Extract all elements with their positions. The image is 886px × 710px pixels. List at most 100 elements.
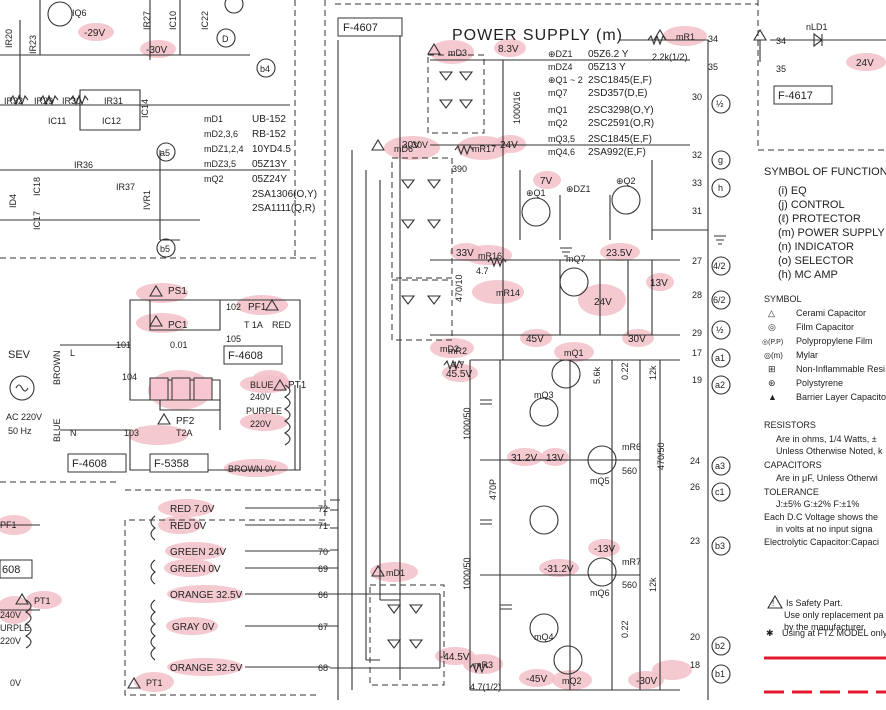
right-connector-pins: 34 35 30 ½ 32 g 33 h 31 27 4/2 28 6/2 29… bbox=[690, 34, 726, 679]
top-left-section: IQ6 IR27 IC10 IC22 IR20 IR23 IR32 IR29 I… bbox=[4, 8, 270, 254]
node-105: 105 bbox=[226, 334, 241, 344]
cap-1000-50-lower: 1000/50 bbox=[462, 557, 472, 590]
blue-wire-label: BLUE bbox=[52, 418, 62, 442]
left-part-ref: mD1 bbox=[204, 114, 223, 124]
cap-0-22-upper: 0.22 bbox=[620, 362, 630, 380]
connector-label: b2 bbox=[715, 641, 725, 651]
frame-f4608-clipped-label: 608 bbox=[2, 564, 20, 576]
md6-label: mD6 bbox=[394, 144, 413, 154]
ir29-label: IR29 bbox=[34, 96, 53, 106]
voltage-label: 7V bbox=[540, 176, 553, 187]
voltage-label: 31.2V bbox=[511, 453, 537, 464]
component-labels: mR1 2.2k(1/2) mD3 mD6 mD2 mD1 mR17 mR16 … bbox=[386, 32, 695, 692]
mr3-value: 4.7(1/2) bbox=[470, 682, 501, 692]
pin-number: 35 bbox=[776, 64, 786, 74]
left-part-ref: mDZ3,5 bbox=[204, 159, 236, 169]
connector-label: a3 bbox=[715, 461, 725, 471]
ir30-label: IR30 bbox=[62, 96, 81, 106]
safety-note: Is Safety Part. bbox=[786, 598, 843, 608]
voltage-labels: -29V -30V 8.3V 24V 7V 33V 23.5V 13V 24V … bbox=[84, 28, 874, 687]
frame-f4608-upper-label: F-4608 bbox=[228, 350, 263, 362]
pin-number: 23 bbox=[690, 536, 700, 546]
safety-warning-icon bbox=[753, 28, 767, 41]
function-item: (ℓ) PROTECTOR bbox=[778, 213, 861, 225]
mains-wiring bbox=[0, 299, 330, 668]
iq2-label: ⊕Q2 bbox=[616, 176, 636, 186]
pf1-label: PF1 bbox=[248, 302, 267, 313]
resistors-note: Unless Otherwise Noted, k bbox=[776, 446, 883, 456]
ir36-label: IR36 bbox=[74, 160, 93, 170]
mr16-value: 4.7 bbox=[476, 266, 489, 276]
function-item: (o) SELECTOR bbox=[778, 255, 854, 267]
ir27-label: IR27 bbox=[142, 11, 152, 30]
ps1-label: PS1 bbox=[168, 286, 187, 297]
ic22-label: IC22 bbox=[200, 11, 210, 30]
connector-label: g bbox=[718, 155, 723, 165]
legend-mark: ◎(P.P) bbox=[762, 339, 783, 346]
cap-470-10: 470/10 bbox=[454, 274, 464, 302]
iq6-label: IQ6 bbox=[72, 8, 87, 18]
power-part-value: 05Z6.2 Y bbox=[588, 49, 629, 60]
node-104: 104 bbox=[122, 372, 137, 382]
mr2-label: mR2 bbox=[448, 346, 467, 356]
mr7-value: 560 bbox=[622, 580, 637, 590]
legend-text: Polypropylene Film bbox=[796, 336, 873, 346]
pf1-clipped-label: PF1 bbox=[0, 520, 17, 530]
cap-1000-50-upper: 1000/50 bbox=[462, 407, 472, 440]
mr1-value: 2.2k(1/2) bbox=[652, 52, 688, 62]
connector-label: ½ bbox=[716, 99, 724, 109]
res-5-6k: 5.6k bbox=[592, 366, 602, 384]
tap-pin: 66 bbox=[318, 590, 328, 600]
mr1-label: mR1 bbox=[676, 32, 695, 42]
voltage-label: 24V bbox=[594, 297, 612, 308]
blue-tap-label: BLUE bbox=[250, 380, 274, 390]
mr14-label: mR14 bbox=[496, 288, 520, 298]
dc-note: in volts at no input signa bbox=[776, 524, 873, 534]
line-terminal: L bbox=[70, 348, 75, 358]
ir20-label: IR20 bbox=[4, 29, 14, 48]
legend-mark: △ bbox=[768, 308, 775, 318]
zero-v-clipped: 0V bbox=[10, 678, 21, 688]
connector-label: ½ bbox=[716, 325, 724, 335]
brown-wire-label: BROWN bbox=[52, 351, 62, 386]
power-part-value: 05Z13 Y bbox=[588, 62, 626, 73]
voltage-label: 45V bbox=[526, 334, 544, 345]
frame-f4617-label: F-4617 bbox=[778, 90, 813, 102]
mq2-label: mQ2 bbox=[562, 676, 582, 686]
ac-frequency-label: 50 Hz bbox=[8, 426, 32, 436]
mq4-label: mQ4 bbox=[534, 632, 554, 642]
electrolytic-note: Electrolytic Capacitor:Capaci bbox=[764, 537, 879, 547]
connector-label: a2 bbox=[715, 380, 725, 390]
safety-note: by the manufacturer. bbox=[784, 622, 866, 632]
function-item: (m) POWER SUPPLY bbox=[778, 227, 885, 239]
tap-label: RED 0V bbox=[170, 521, 206, 532]
pt1-clipped-label: PT1 bbox=[34, 596, 51, 606]
tap-label: ORANGE 32.5V bbox=[170, 590, 243, 601]
md3-label: mD3 bbox=[448, 48, 467, 58]
frame-f4607-label: F-4607 bbox=[343, 22, 378, 34]
power-part-ref: mQ3,5 bbox=[548, 134, 575, 144]
pin-number: 18 bbox=[690, 660, 700, 670]
ir32-label: IR32 bbox=[4, 96, 23, 106]
capacitors-heading: CAPACITORS bbox=[764, 460, 822, 470]
function-item: (h) MC AMP bbox=[778, 269, 838, 281]
r390-value: 390 bbox=[452, 164, 467, 174]
power-part-value: 2SC1845(E,F) bbox=[588, 134, 652, 145]
legend-text: Non-Inflammable Resi bbox=[796, 364, 885, 374]
legend-text: Polystyrene bbox=[796, 378, 843, 388]
safety-warning-icon bbox=[127, 676, 141, 689]
tap-label: RED 7.0V bbox=[170, 504, 215, 515]
symbol-of-function-heading: SYMBOL OF FUNCTION bbox=[764, 166, 886, 178]
function-item: (j) CONTROL bbox=[778, 199, 845, 211]
voltage-highlights bbox=[0, 23, 886, 692]
legend-mark: ▲ bbox=[768, 392, 777, 402]
mq1-label: mQ1 bbox=[564, 348, 584, 358]
safety-warning-icon bbox=[273, 378, 287, 391]
tap-label: GREEN 0V bbox=[170, 564, 221, 575]
cap-0-22-lower: 0.22 bbox=[620, 620, 630, 638]
ic18-label: IC18 bbox=[32, 177, 42, 196]
tap-pin: 68 bbox=[318, 663, 328, 673]
node-102: 102 bbox=[226, 302, 241, 312]
cap-1000-16: 1000/16 bbox=[512, 91, 522, 124]
